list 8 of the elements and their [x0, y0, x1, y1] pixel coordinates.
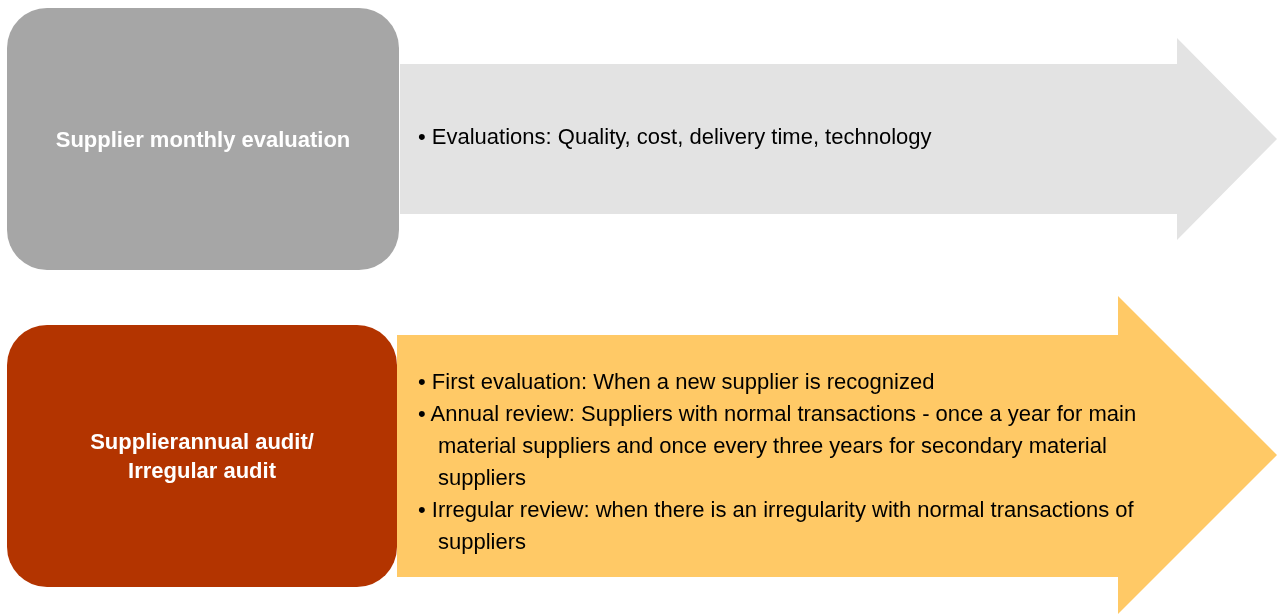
- box-label: Supplier monthly evaluation: [55, 125, 351, 154]
- bullet-item: • First evaluation: When a new supplier is recognized: [418, 368, 936, 396]
- process-box: [7, 8, 399, 270]
- bullet-item: • Irregular review: when there is an irregularity with normal transactions of suppliers: [418, 496, 1135, 556]
- bullet-item: • Annual review: Suppliers with normal transactions - once a year for main material suppliers and once every three years for secondary material suppliers: [418, 400, 1138, 492]
- box-label: Supplierannual audit/ Irregular audit: [89, 428, 315, 485]
- bullet-item: • Evaluations: Quality, cost, delivery time, technology: [418, 123, 933, 151]
- process-box: [7, 325, 397, 587]
